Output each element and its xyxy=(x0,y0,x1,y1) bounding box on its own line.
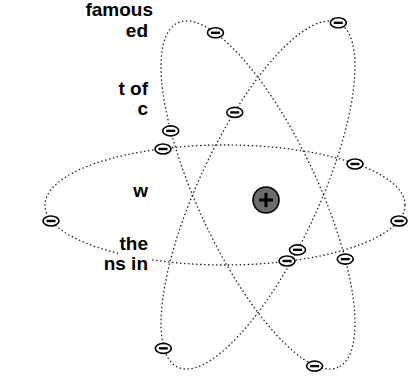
text-fragment: c xyxy=(135,99,150,119)
text-fragment: ed xyxy=(124,21,150,41)
text-fragment: the xyxy=(118,234,151,254)
text-fragment: famous xyxy=(83,0,155,20)
orbit xyxy=(122,0,394,385)
text-fragment: ns in xyxy=(102,254,150,274)
orbit xyxy=(118,0,403,385)
text-fragment: t of xyxy=(116,79,150,99)
orbit xyxy=(43,144,407,266)
text-fragment: w xyxy=(131,181,150,201)
nucleus xyxy=(253,187,279,213)
